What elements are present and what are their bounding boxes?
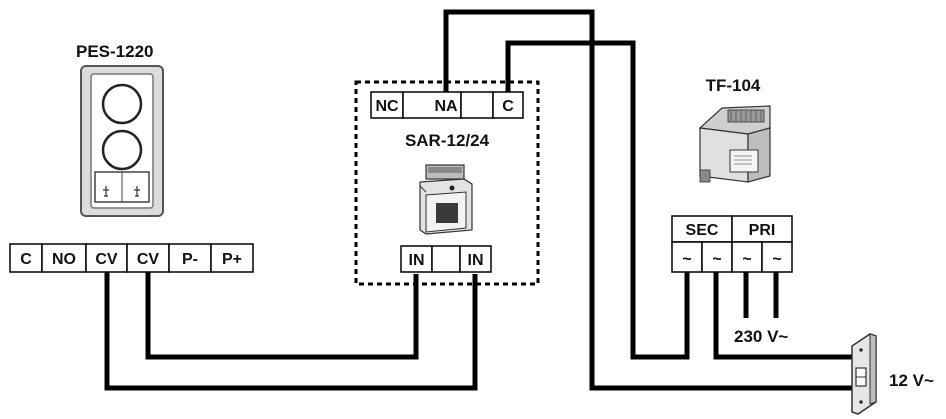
wire-cv1-to-relay-in-right bbox=[104, 272, 478, 391]
relay-terminal bbox=[459, 245, 492, 273]
wires bbox=[104, 9, 858, 391]
relay-terminal-label: IN bbox=[409, 252, 425, 269]
transformer-terminal bbox=[671, 241, 703, 273]
panel-button-icon bbox=[101, 83, 143, 125]
relay-terminal-label: NA bbox=[434, 98, 458, 115]
transformer-terminal-label: ~ bbox=[742, 251, 751, 268]
panel-button-icon bbox=[101, 129, 143, 171]
relay-terminal bbox=[460, 91, 494, 119]
din-module-icon bbox=[419, 164, 473, 235]
panel-device: PES-1220 bbox=[76, 42, 164, 217]
relay-terminal bbox=[402, 91, 462, 119]
panel-terminal bbox=[210, 243, 254, 273]
wire-c-to-sec bbox=[505, 40, 690, 360]
transformer-title: TF-104 bbox=[706, 76, 761, 95]
panel-terminal-label: CV bbox=[95, 251, 118, 268]
transformer-terminal bbox=[701, 241, 733, 273]
panel-terminal-strip: C NO CV CV P- P+ bbox=[9, 243, 254, 273]
relay-title: SAR-12/24 bbox=[405, 131, 490, 150]
transformer-group-label: SEC bbox=[686, 222, 719, 239]
relay-terminal-label: NC bbox=[375, 98, 399, 115]
panel-terminal-label: CV bbox=[137, 251, 160, 268]
transformer-terminal-label: ~ bbox=[772, 251, 781, 268]
transformer-terminal-label: ~ bbox=[712, 251, 721, 268]
panel-terminal bbox=[9, 243, 43, 273]
panel-terminal bbox=[41, 243, 87, 273]
electric-lock-icon bbox=[851, 333, 877, 415]
panel-terminal-label: C bbox=[20, 251, 32, 268]
mains-voltage-label: 230 V~ bbox=[734, 327, 788, 346]
relay-terminal-label: C bbox=[502, 98, 514, 115]
transformer-module-icon bbox=[698, 105, 771, 183]
transformer-terminal bbox=[731, 241, 763, 273]
panel-title: PES-1220 bbox=[76, 42, 154, 61]
relay-terminal bbox=[370, 91, 404, 119]
transformer-terminal bbox=[761, 241, 793, 273]
transformer-group-label: PRI bbox=[749, 222, 776, 239]
panel-terminal-label: P+ bbox=[222, 251, 242, 268]
bell-icon bbox=[103, 186, 109, 197]
transformer-terminal-label: ~ bbox=[682, 251, 691, 268]
relay-terminal bbox=[492, 91, 524, 119]
wire-cv2-to-relay-in-left bbox=[145, 272, 419, 360]
relay-terminal bbox=[431, 245, 461, 273]
relay-terminal-label: IN bbox=[468, 252, 484, 269]
wire-sec-to-lock bbox=[713, 272, 858, 360]
bell-icon bbox=[134, 186, 140, 197]
panel-terminal-label: P- bbox=[182, 251, 198, 268]
relay-dashed-boundary bbox=[354, 80, 540, 286]
relay-device: NC NA C SAR-12/24 IN IN bbox=[354, 80, 540, 286]
wire-na-to-lock bbox=[443, 9, 858, 391]
lock-voltage-label: 12 V~ bbox=[889, 371, 934, 390]
transformer-device: TF-104 SEC PRI ~ ~ ~ ~ 230 V~ bbox=[671, 76, 793, 346]
panel-terminal-label: NO bbox=[52, 251, 76, 268]
